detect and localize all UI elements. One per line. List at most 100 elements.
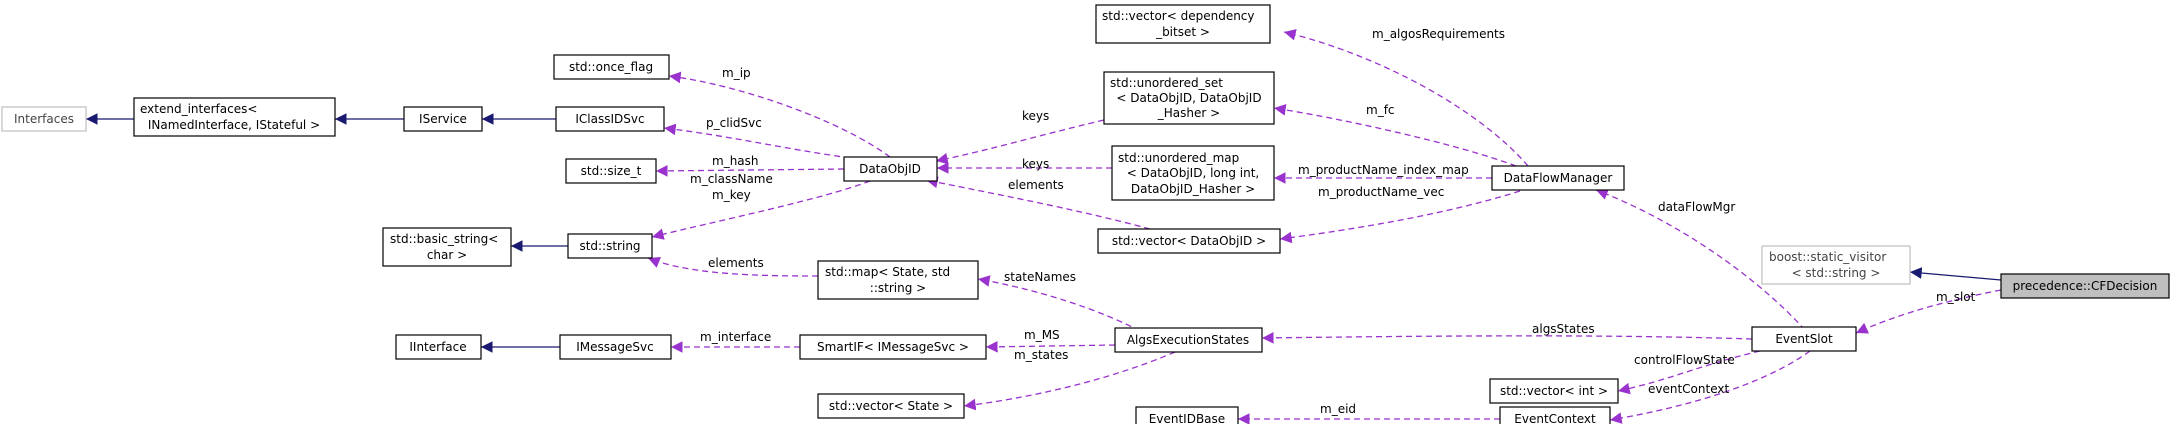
node-label: IMessageSvc xyxy=(576,340,653,354)
node-unordered-set[interactable]: std::unordered_set < DataObjID, DataObjI… xyxy=(1103,71,1275,125)
node-label: std::string xyxy=(579,239,640,253)
node-label: DataObjID xyxy=(859,162,921,176)
node-label: std::vector< int > xyxy=(1500,384,1608,398)
node-label: std::vector< State > xyxy=(829,399,953,413)
edge-label-keys-set: keys xyxy=(1022,109,1049,123)
edge-label-m-states: m_states xyxy=(1014,348,1068,362)
node-label: std::unordered_map xyxy=(1118,151,1239,165)
edge-dataflowmanager-to-vector-dataobjid xyxy=(1279,190,1521,244)
edge-vector-dataobjid-to-dataobjid xyxy=(925,176,1151,230)
edge-label-m-slot: m_slot xyxy=(1936,290,1976,304)
edge-label-m-eid: m_eid xyxy=(1320,402,1356,416)
edge-dataobjid-to-once-flag xyxy=(668,71,891,158)
node-map-state[interactable]: std::map< State, std ::string > xyxy=(817,260,979,300)
edge-unordered-set-to-dataobjid xyxy=(935,119,1105,165)
node-unordered-map[interactable]: std::unordered_map < DataObjID, long int… xyxy=(1111,145,1275,201)
edge-algsexecutionstates-to-map-state xyxy=(977,275,1141,332)
node-label: std::basic_string< xyxy=(390,232,498,246)
node-iservice[interactable]: IService xyxy=(403,106,483,132)
node-label: Interfaces xyxy=(14,112,74,126)
edge-label-m-hash: m_hash xyxy=(712,154,759,168)
edge-label-m-productname-index-map: m_productName_index_map xyxy=(1298,163,1469,177)
edge-label-m-key: m_key xyxy=(712,188,751,202)
edge-dataobjid-to-iclassidsvc xyxy=(663,123,851,159)
edge-label-m-ip: m_ip xyxy=(722,66,751,80)
node-imessagesvc[interactable]: IMessageSvc xyxy=(559,334,672,360)
node-vector-dataobjid[interactable]: std::vector< DataObjID > xyxy=(1097,228,1281,254)
edge-dataflowmanager-to-unordered-set xyxy=(1273,104,1517,167)
edge-eventslot-to-vector-int xyxy=(1617,350,1761,395)
node-label: < DataObjID, DataObjID xyxy=(1116,91,1261,105)
edge-label-m-fc: m_fc xyxy=(1366,103,1395,117)
edge-label-m-ms: m_MS xyxy=(1024,328,1060,342)
edge-label-elements-string: elements xyxy=(708,256,764,270)
node-eventcontext[interactable]: EventContext xyxy=(1499,406,1611,424)
node-vector-int[interactable]: std::vector< int > xyxy=(1489,378,1619,404)
node-smartif[interactable]: SmartIF< IMessageSvc > xyxy=(799,334,987,360)
node-label: _Hasher > xyxy=(1157,106,1220,120)
node-label: DataFlowManager xyxy=(1504,171,1613,185)
node-dataflowmanager[interactable]: DataFlowManager xyxy=(1491,165,1625,191)
edge-label-dataflowmgr: dataFlowMgr xyxy=(1658,200,1735,214)
node-label: < DataObjID, long int, xyxy=(1127,166,1260,180)
edge-dataobjid-to-size-t xyxy=(655,165,845,177)
node-iclassidsvc[interactable]: IClassIDSvc xyxy=(555,106,665,132)
node-label: std::map< State, std xyxy=(825,265,950,279)
node-vector-dependency[interactable]: std::vector< dependency _bitset > xyxy=(1095,4,1271,44)
node-label: IClassIDSvc xyxy=(575,112,644,126)
edge-algsexecutionstates-to-vector-state xyxy=(963,351,1176,411)
node-basic-string[interactable]: std::basic_string< char > xyxy=(382,227,512,267)
node-label: IInterface xyxy=(409,340,466,354)
node-label: IService xyxy=(419,112,467,126)
node-cfdecision[interactable]: precedence::CFDecision xyxy=(2000,273,2170,299)
node-dataobjid[interactable]: DataObjID xyxy=(843,156,938,182)
node-once-flag[interactable]: std::once_flag xyxy=(553,54,670,80)
edge-label-keys-map: keys xyxy=(1022,157,1049,171)
node-label: DataObjID_Hasher > xyxy=(1131,182,1255,196)
node-label: std::vector< dependency xyxy=(1102,9,1255,23)
node-label: std::unordered_set xyxy=(1110,76,1223,90)
node-vector-state[interactable]: std::vector< State > xyxy=(817,393,965,419)
node-label: char > xyxy=(427,248,467,262)
edge-label-controlflowstate: controlFlowState xyxy=(1634,353,1735,367)
node-label: std::vector< DataObjID > xyxy=(1112,234,1266,248)
node-eventslot[interactable]: EventSlot xyxy=(1751,326,1857,352)
node-label: EventSlot xyxy=(1775,332,1833,346)
node-label: ::string > xyxy=(870,281,926,295)
node-iinterface[interactable]: IInterface xyxy=(395,334,482,360)
node-extend-interfaces[interactable]: extend_interfaces< INamedInterface, ISta… xyxy=(133,97,336,137)
node-label: < std::string > xyxy=(1792,266,1881,280)
node-label: extend_interfaces< xyxy=(140,102,257,116)
edge-dataobjid-to-string xyxy=(651,180,871,240)
edge-dataflowmanager-to-vector-dependency xyxy=(1283,29,1529,167)
edge-label-m-algosrequirements: m_algosRequirements xyxy=(1372,27,1505,41)
node-label: EventIDBase xyxy=(1149,412,1225,424)
node-static-visitor[interactable]: boost::static_visitor < std::string > xyxy=(1761,245,1911,285)
edge-label-eventcontext: eventContext xyxy=(1648,382,1729,396)
node-label: boost::static_visitor xyxy=(1769,250,1886,264)
node-label: _bitset > xyxy=(1155,25,1210,39)
node-label: std::once_flag xyxy=(569,60,653,74)
edge-label-p-clidsvc: p_clidSvc xyxy=(706,116,762,130)
edge-label-m-interface: m_interface xyxy=(700,330,771,344)
node-algsexecutionstates[interactable]: AlgsExecutionStates xyxy=(1114,327,1263,353)
edge-label-m-classname: m_className xyxy=(690,172,773,186)
edge-label-statenames: stateNames xyxy=(1004,270,1076,284)
edge-cfdecision-to-eventslot xyxy=(1855,289,2002,334)
node-label: AlgsExecutionStates xyxy=(1127,333,1249,347)
node-eventidbase[interactable]: EventIDBase xyxy=(1135,406,1239,424)
node-size-t[interactable]: std::size_t xyxy=(565,158,657,184)
edge-label-elements-vec: elements xyxy=(1008,178,1064,192)
edge-algsexecutionstates-to-smartif xyxy=(985,340,1116,353)
edge-eventslot-to-eventcontext xyxy=(1609,350,1811,424)
edge-label-m-productname-vec: m_productName_vec xyxy=(1318,185,1444,199)
node-label: INamedInterface, IStateful > xyxy=(148,118,320,132)
edge-label-algsstates: algsStates xyxy=(1532,322,1595,336)
node-string[interactable]: std::string xyxy=(567,233,653,259)
node-label: EventContext xyxy=(1514,412,1596,424)
edge-map-state-to-string xyxy=(647,256,819,277)
edge-eventslot-to-algsexecutionstates xyxy=(1261,332,1753,344)
node-label: std::size_t xyxy=(581,164,642,178)
node-label: precedence::CFDecision xyxy=(2013,279,2158,293)
node-interfaces[interactable]: Interfaces xyxy=(1,106,87,132)
